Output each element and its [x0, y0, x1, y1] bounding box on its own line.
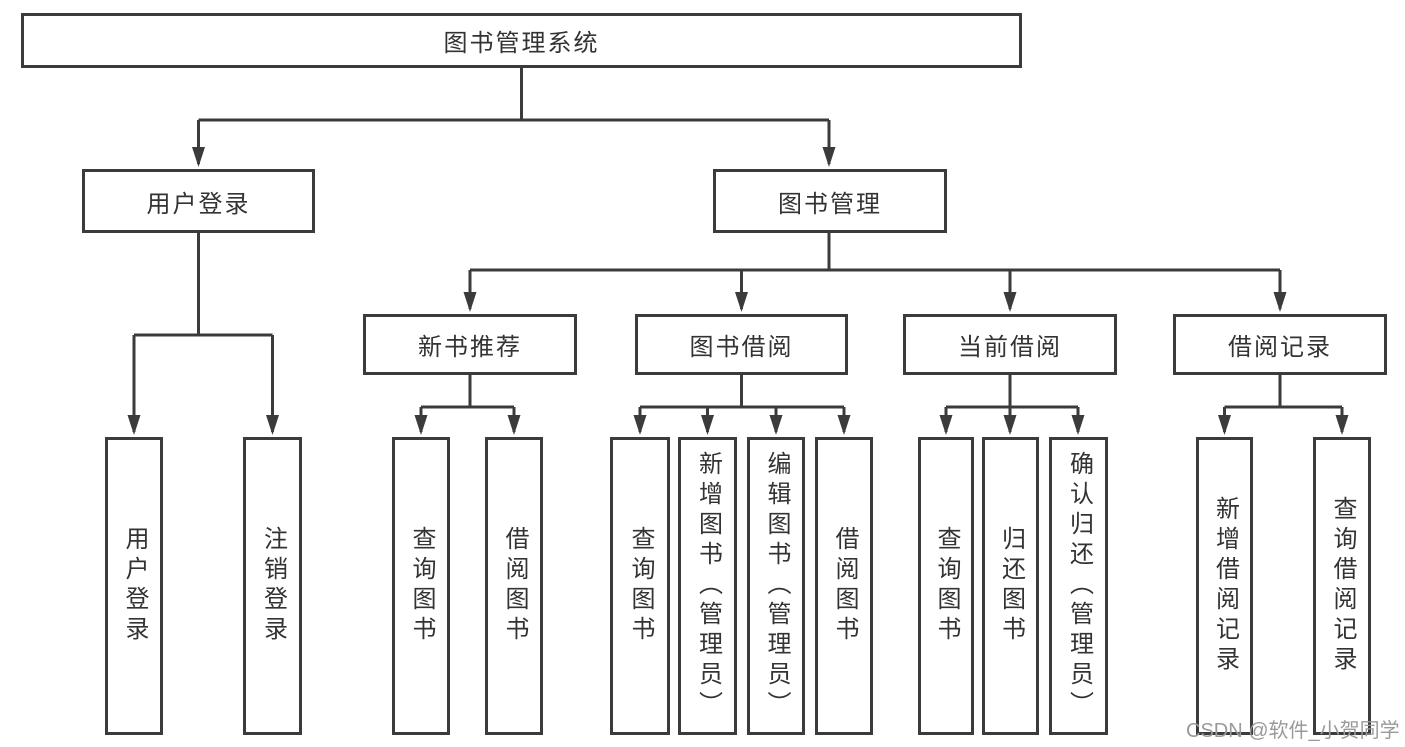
node-book-borrow: 图书借阅 — [635, 314, 848, 375]
node-leaf-borrow-books: 借阅图书 — [815, 437, 873, 735]
node-leaf-return-books: 归还图书 — [982, 437, 1039, 735]
node-library-management-system: 图书管理系统 — [21, 13, 1022, 68]
node-leaf-logout: 注销登录 — [243, 437, 302, 735]
node-leaf-confirm-return-admin: 确认归还（管理员） — [1049, 437, 1108, 735]
node-current-borrow: 当前借阅 — [903, 314, 1117, 375]
node-leaf-borrow-query-books: 查询图书 — [610, 437, 670, 735]
node-leaf-query-borrow-record: 查询借阅记录 — [1313, 437, 1371, 735]
node-leaf-user-login: 用户登录 — [105, 437, 163, 735]
node-leaf-recommend-borrow-books: 借阅图书 — [485, 437, 543, 735]
node-borrow-records: 借阅记录 — [1173, 314, 1387, 375]
node-user-login: 用户登录 — [82, 169, 315, 233]
node-leaf-add-books-admin: 新增图书（管理员） — [678, 437, 737, 735]
node-leaf-recommend-query-books: 查询图书 — [392, 437, 450, 735]
node-leaf-edit-books-admin: 编辑图书（管理员） — [747, 437, 805, 735]
node-book-management: 图书管理 — [713, 169, 947, 233]
node-new-book-recommend: 新书推荐 — [363, 314, 577, 375]
node-leaf-current-query-books: 查询图书 — [918, 437, 974, 735]
csdn-watermark: CSDN @软件_小贺同学 — [1186, 720, 1400, 742]
node-leaf-add-borrow-record: 新增借阅记录 — [1196, 437, 1253, 735]
